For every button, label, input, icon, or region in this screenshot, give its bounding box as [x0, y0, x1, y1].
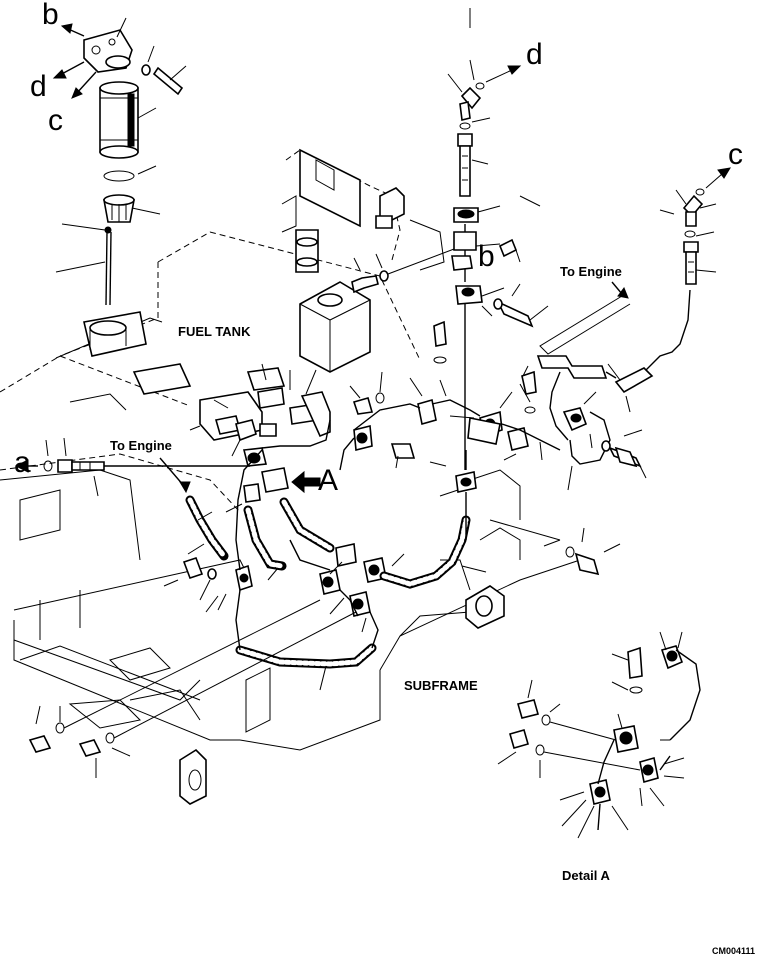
callout-d-filter: d: [30, 70, 47, 103]
to-engine-left-label: To Engine: [110, 438, 172, 453]
callout-a-view: A: [318, 464, 338, 497]
callout-c-right: c: [728, 138, 743, 171]
detail-a-assembly: [497, 631, 701, 839]
callout-a: a: [14, 446, 31, 479]
bolts-central: [349, 320, 638, 576]
subframe: [0, 453, 581, 805]
fuel-line-left: [14, 437, 250, 497]
fuel-line-top-center: [447, 8, 549, 470]
fuel-line-right: [607, 167, 731, 413]
leader-lines-filter: [55, 17, 187, 273]
fuel-tank-label: FUEL TANK: [178, 324, 251, 339]
corrugated-hoses: [185, 495, 471, 669]
upper-bracket: [281, 148, 445, 373]
callout-c-filter: c: [48, 104, 63, 137]
drawing-code: CM004111: [712, 946, 755, 956]
leader-lines-central: [187, 503, 487, 691]
callout-b-mid: b: [478, 240, 495, 273]
subframe-label: SUBFRAME: [404, 678, 478, 693]
central-clamps: [235, 398, 529, 617]
view-arrow-a: [291, 470, 321, 494]
detail-a-label: Detail A: [562, 868, 611, 883]
to-engine-right-arrow: [539, 281, 631, 355]
fuel-tank: [0, 231, 421, 411]
bracket-bolt: [351, 245, 463, 294]
bolts-lower-left: [28, 556, 357, 778]
to-engine-left-arrow: [159, 457, 191, 494]
fuel-filter-assembly: [83, 29, 184, 306]
callout-d-top: d: [526, 38, 543, 71]
engine-side-components: [189, 363, 331, 457]
callout-b-filter: b: [42, 0, 59, 31]
to-engine-right-label: To Engine: [560, 264, 622, 279]
callout-arrows-filter: [52, 23, 97, 99]
central-fuel-lines: [235, 399, 561, 651]
